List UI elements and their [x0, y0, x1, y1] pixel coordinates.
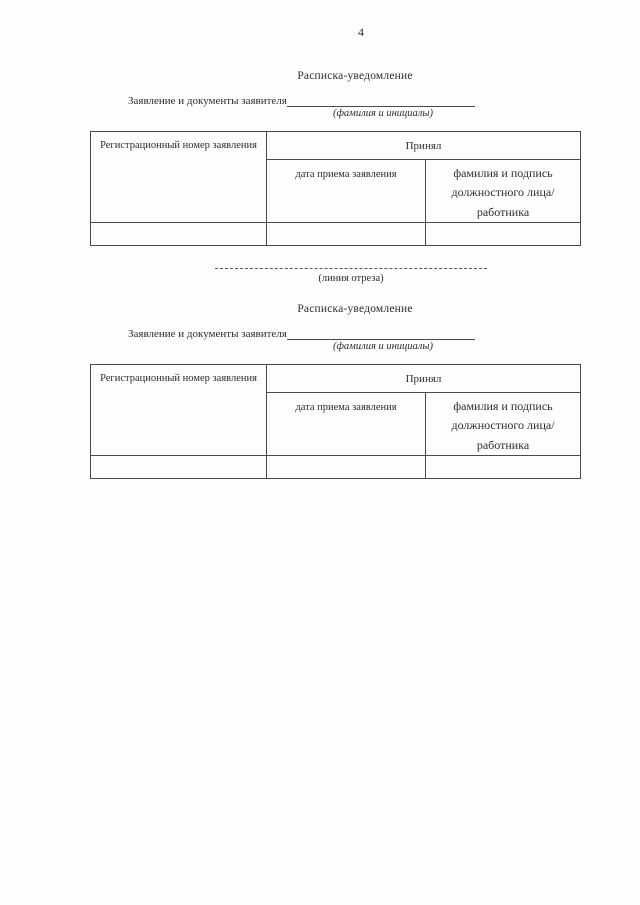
applicant-documents-line: Заявление и документы заявителя — [128, 94, 475, 107]
registration-table: Регистрационный номер заявления Принял д… — [90, 130, 581, 247]
date-received-header-cell: дата приема заявления — [266, 158, 426, 224]
table-row — [90, 222, 581, 247]
registration-table: Регистрационный номер заявления Принял д… — [90, 363, 581, 480]
fill-in-blank-line — [286, 327, 475, 340]
cut-line-caption: (линия отреза) — [318, 273, 384, 284]
empty-cell — [266, 222, 426, 247]
name-signature-header-cell: фамилия и подпись должностного лица/рабо… — [425, 391, 581, 457]
empty-cell — [90, 222, 267, 247]
empty-cell — [425, 455, 581, 480]
empty-cell — [266, 455, 426, 480]
fill-in-blank-line — [286, 94, 475, 107]
applicant-documents-label: Заявление и документы заявителя — [128, 328, 287, 340]
empty-cell — [425, 222, 581, 247]
accepted-by-header-cell: Принял — [266, 364, 581, 393]
name-signature-header-cell: фамилия и подпись должностного лица/рабо… — [425, 158, 581, 224]
date-received-header-cell: дата приема заявления — [266, 391, 426, 457]
receipt-title: Расписка-уведомление — [297, 70, 413, 82]
cut-dashed-line — [215, 262, 487, 269]
receipt-section-bottom: Расписка-уведомление Заявление и докумен… — [90, 303, 581, 480]
empty-cell — [90, 455, 267, 480]
table-row — [90, 455, 581, 480]
page-number: 4 — [358, 25, 364, 39]
receipt-section-top: Расписка-уведомление Заявление и докумен… — [90, 70, 581, 247]
applicant-documents-label: Заявление и документы заявителя — [128, 95, 287, 107]
reg-number-header-cell: Регистрационный номер заявления — [90, 363, 267, 457]
accepted-by-header-cell: Принял — [266, 131, 581, 160]
reg-number-header-cell: Регистрационный номер заявления — [90, 130, 267, 224]
initials-caption: (фамилия и инициалы) — [332, 108, 433, 119]
cut-line-block: (линия отреза) — [90, 262, 580, 284]
initials-caption: (фамилия и инициалы) — [332, 341, 433, 352]
receipt-title: Расписка-уведомление — [297, 303, 413, 315]
applicant-documents-line: Заявление и документы заявителя — [128, 327, 475, 340]
